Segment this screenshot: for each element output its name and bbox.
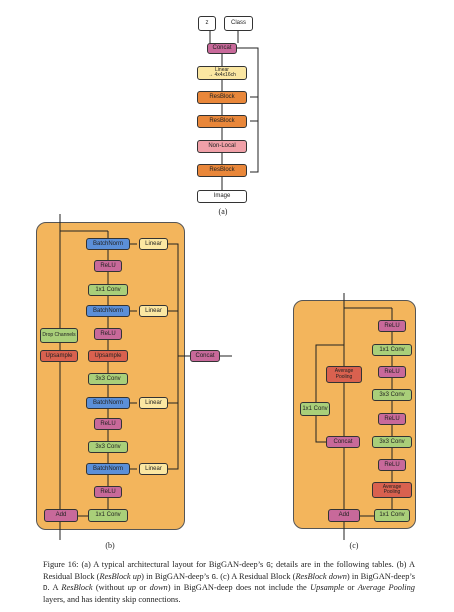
concat-node-b: Concat xyxy=(190,350,220,362)
conv3x3-node-c-1: 3x3 Conv xyxy=(372,389,412,401)
relu-node-2: ReLU xyxy=(94,328,122,340)
batchnorm-node-2: BatchNorm xyxy=(86,305,130,317)
panel-c-label: (c) xyxy=(349,541,359,550)
relu-node-c-3: ReLU xyxy=(378,413,406,425)
linear-node-a: Linear → 4x4x16ch xyxy=(197,66,247,80)
caption-emphasis: ResBlock down xyxy=(295,571,347,581)
relu-node-c-4: ReLU xyxy=(378,459,406,471)
caption-text: or xyxy=(344,583,358,593)
caption-emphasis: Upsample xyxy=(310,583,345,593)
upsample-node-skip: Upsample xyxy=(40,350,78,362)
conv1x1-node-1: 1x1 Conv xyxy=(88,284,128,296)
caption-text: layers, and has identity skip connection… xyxy=(43,594,181,604)
caption-text: . A xyxy=(47,583,62,593)
batchnorm-node-3: BatchNorm xyxy=(86,397,130,409)
caption-text: ; details are in the following tables. (… xyxy=(43,560,415,581)
add-node-c: Add xyxy=(328,509,360,522)
linear-node-4: Linear xyxy=(139,463,168,475)
caption-text: or xyxy=(135,583,150,593)
relu-node-3: ReLU xyxy=(94,418,122,430)
caption-text: (without xyxy=(92,583,128,593)
caption-emphasis: ResBlock up xyxy=(99,571,142,581)
caption-symbol-g: G xyxy=(211,573,216,582)
caption-text: ) in BigGAN-deep’s xyxy=(346,571,415,581)
linear-node-1: Linear xyxy=(139,238,168,250)
image-output: Image xyxy=(197,190,247,203)
caption-text: ) in BigGAN-deep’s xyxy=(141,571,212,581)
caption-emphasis: Average Pooling xyxy=(357,583,415,593)
conv1x1-node-skip: 1x1 Conv xyxy=(300,402,330,416)
conv1x1-node-c-1: 1x1 Conv xyxy=(372,344,412,356)
relu-node-c-2: ReLU xyxy=(378,366,406,378)
batchnorm-node-4: BatchNorm xyxy=(86,463,130,475)
panel-b-label: (b) xyxy=(105,541,115,550)
caption-symbol-d: D xyxy=(43,585,48,594)
z-input: z xyxy=(198,16,216,31)
caption-text: . (c) A Residual Block ( xyxy=(215,571,296,581)
avgpool-node-main: Average Pooling xyxy=(372,482,412,498)
caption-text: ) in BigGAN-deep does not include the xyxy=(167,583,311,593)
resblock-node-1: ResBlock xyxy=(197,91,247,104)
conv1x1-node-2: 1x1 Conv xyxy=(88,509,128,522)
concat-node-c: Concat xyxy=(326,436,360,448)
linear-node-3: Linear xyxy=(139,397,168,409)
resblock-node-2: ResBlock xyxy=(197,115,247,128)
caption-emphasis: ResBlock xyxy=(61,583,93,593)
figure-caption: Figure 16: (a) A typical architectural l… xyxy=(43,560,415,605)
concat-node-a: Concat xyxy=(207,43,237,54)
linear-node-2: Linear xyxy=(139,305,168,317)
nonlocal-node: Non-Local xyxy=(197,140,247,153)
relu-node-c-1: ReLU xyxy=(378,320,406,332)
panel-a-label: (a) xyxy=(218,207,228,216)
caption-emphasis: up xyxy=(127,583,136,593)
batchnorm-node-1: BatchNorm xyxy=(86,238,130,250)
caption-text: Figure 16: (a) A typical architectural l… xyxy=(43,560,267,569)
relu-node-4: ReLU xyxy=(94,486,122,498)
avgpool-node-skip: Average Pooling xyxy=(326,366,362,383)
resblock-node-3: ResBlock xyxy=(197,164,247,177)
class-input: Class xyxy=(224,16,253,31)
upsample-node-main: Upsample xyxy=(88,350,128,362)
drop-channels-node: Drop Channels xyxy=(40,328,78,343)
conv3x3-node-c-2: 3x3 Conv xyxy=(372,436,412,448)
conv1x1-node-c-2: 1x1 Conv xyxy=(374,509,410,522)
add-node-b: Add xyxy=(44,509,78,522)
conv3x3-node-2: 3x3 Conv xyxy=(88,441,128,453)
caption-emphasis: down xyxy=(149,583,168,593)
conv3x3-node-1: 3x3 Conv xyxy=(88,373,128,385)
relu-node-1: ReLU xyxy=(94,260,122,272)
caption-symbol-g: G xyxy=(266,562,271,570)
